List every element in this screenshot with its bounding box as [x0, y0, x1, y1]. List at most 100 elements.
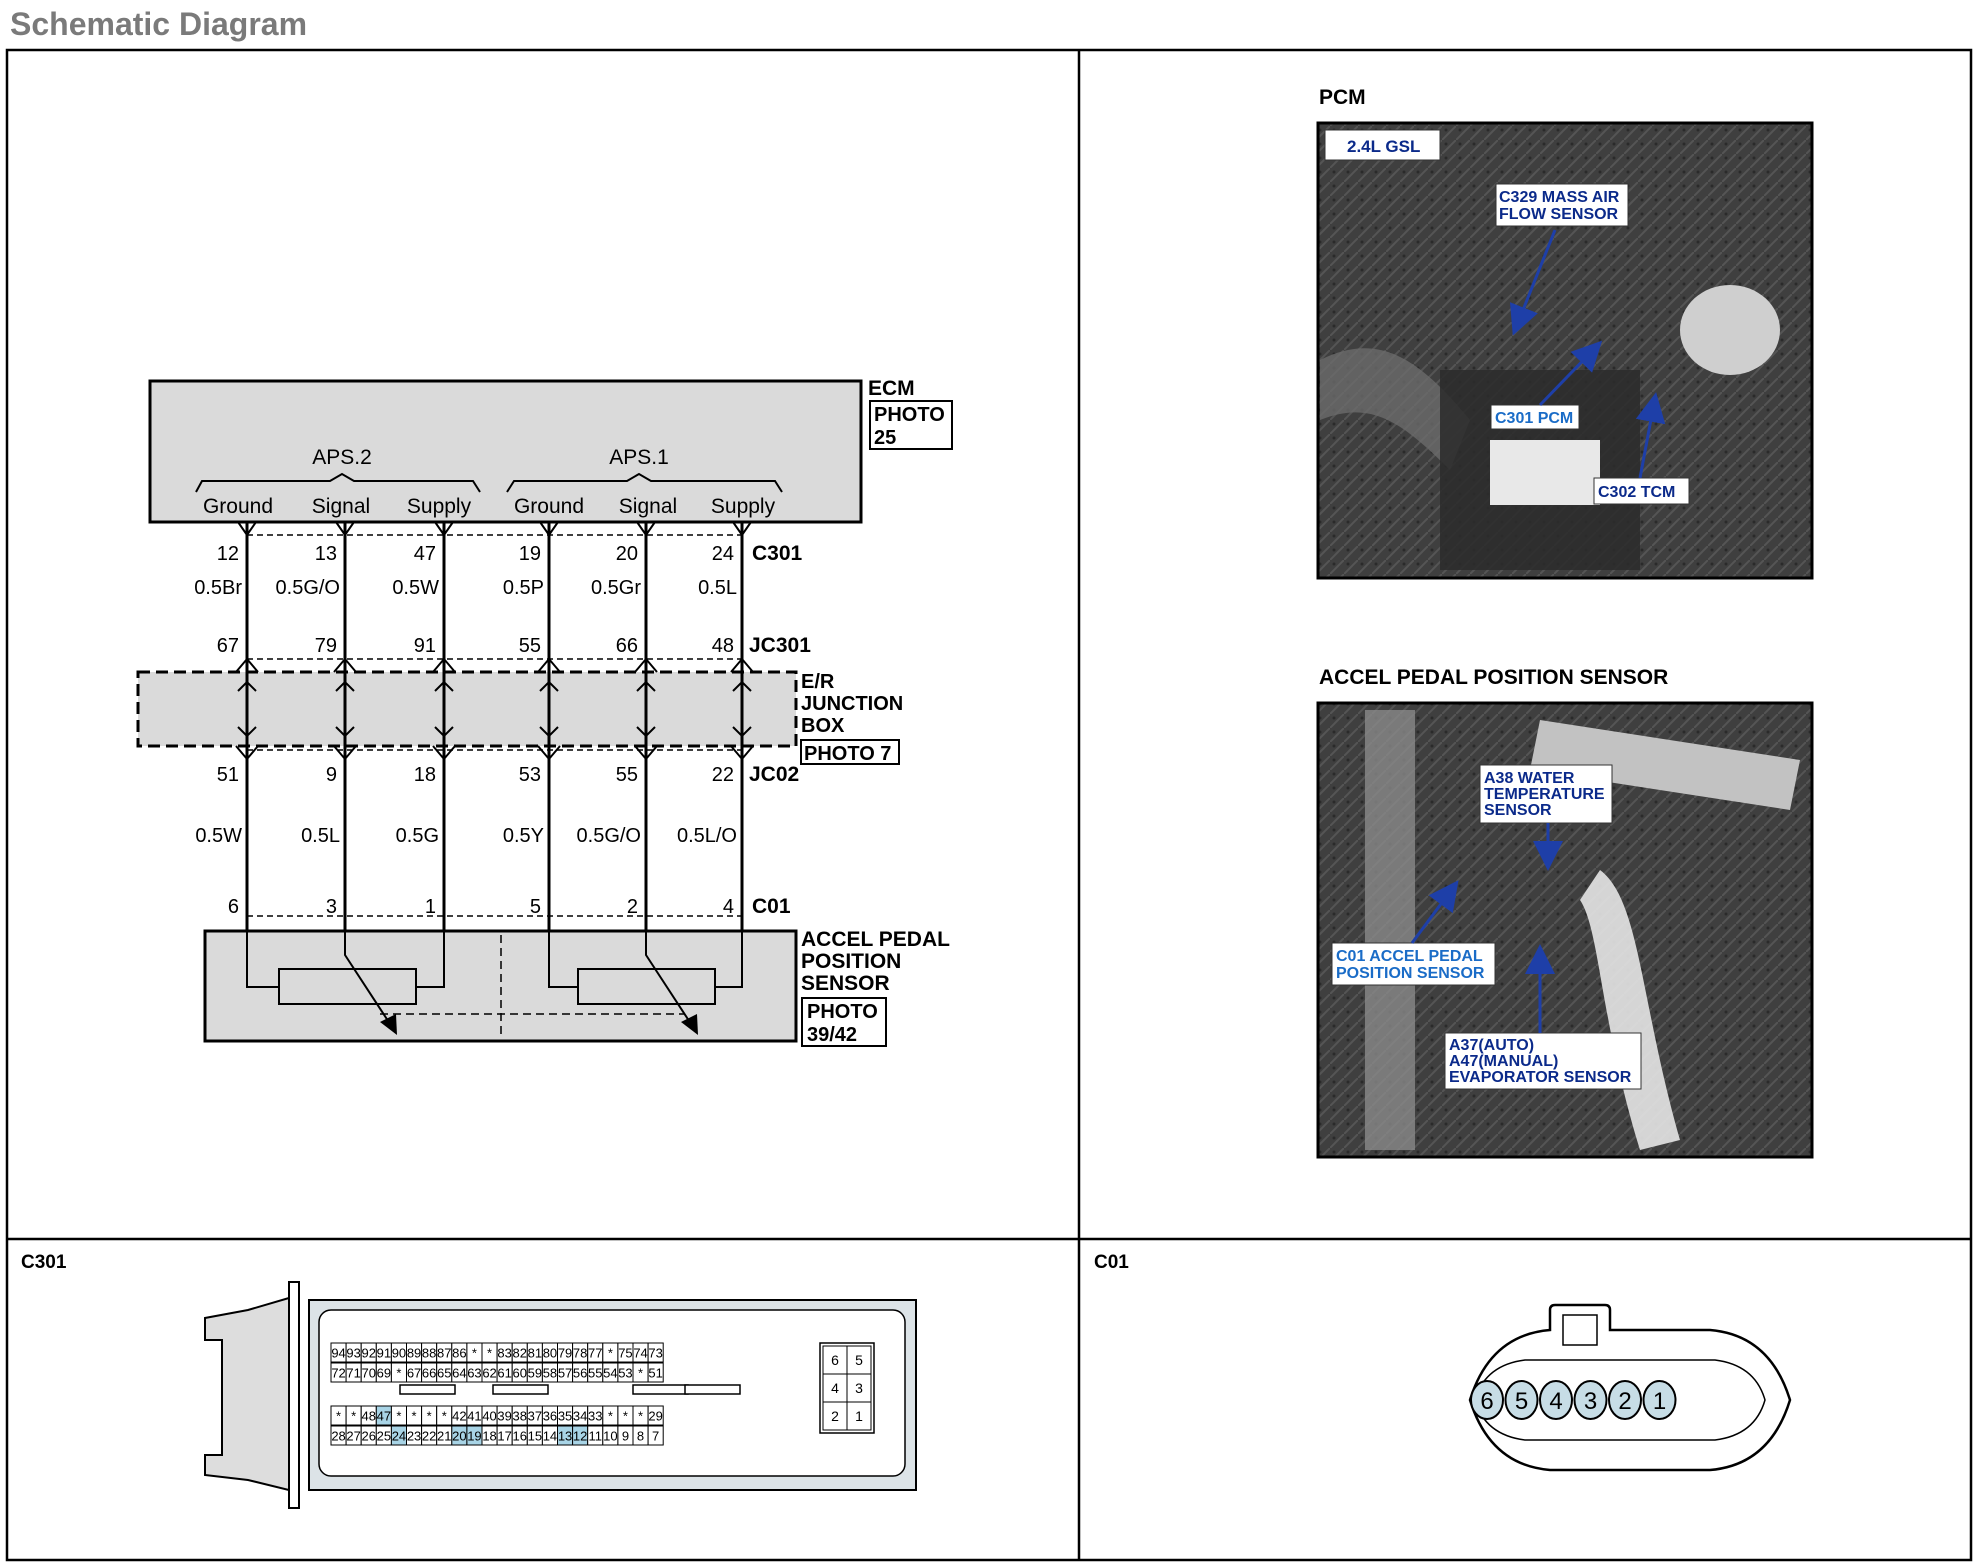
- junction-photo-box: [800, 739, 900, 765]
- c301-pin-label: 57: [558, 1366, 572, 1381]
- c301-side-pin-label: 5: [855, 1352, 863, 1368]
- pcm-photo-label-sticker: [1490, 440, 1600, 505]
- c301-pin-label: 38: [513, 1409, 527, 1424]
- c301-pin-label: 33: [588, 1409, 602, 1424]
- c301-side-pin-cell: [846, 1401, 872, 1431]
- aps-photo-title: ACCEL PEDAL POSITION SENSOR: [1319, 666, 1668, 689]
- jc02-terminal: [235, 745, 259, 761]
- junction-box-line3: BOX: [801, 715, 845, 737]
- c301-pin-cell: [647, 1405, 664, 1426]
- jc02-pin-number: 9: [326, 764, 337, 786]
- sensor-photo-line1: PHOTO: [807, 1001, 878, 1023]
- c301-pin-label: 15: [528, 1429, 542, 1444]
- upper-wire-color: 0.5L: [698, 577, 737, 599]
- aps2-label: APS.2: [312, 446, 372, 469]
- c301-name: C301: [752, 542, 803, 565]
- ecm-pin-label-supply-1: Supply: [711, 495, 776, 518]
- aps2-resistor: [278, 968, 417, 1005]
- c301-pin-label: 87: [437, 1346, 451, 1361]
- c301-pin-number: 20: [616, 543, 638, 565]
- c301-pin-label: 62: [482, 1366, 496, 1381]
- callout-evap-line3: EVAPORATOR SENSOR: [1449, 1069, 1632, 1086]
- c301-pin-label: *: [412, 1409, 417, 1424]
- jc301-pin-number: 79: [315, 635, 337, 657]
- callout-water-line1: A38 WATER: [1484, 770, 1575, 787]
- junction-arrow-up: [335, 680, 355, 692]
- jc301-pin-number: 48: [712, 635, 734, 657]
- c301-pin-number: 47: [414, 543, 436, 565]
- c301-pin-label: 78: [573, 1346, 587, 1361]
- upper-wire-color: 0.5Gr: [591, 577, 641, 599]
- c301-pin-label: 41: [467, 1409, 481, 1424]
- c01-pin-number: 2: [627, 896, 638, 918]
- c01-pin-number: 1: [425, 896, 436, 918]
- c301-pin-label: *: [638, 1366, 643, 1381]
- jc02-pin-number: 22: [712, 764, 734, 786]
- ecm-box: [148, 379, 863, 524]
- ecm-terminal: [539, 521, 559, 537]
- junction-arrow-down: [732, 726, 752, 738]
- ecm-label: ECM: [868, 377, 915, 400]
- callout-maf-line2: FLOW SENSOR: [1499, 206, 1619, 223]
- c301-pin-label: 51: [648, 1366, 662, 1381]
- sensor-photo-line2: 39/42: [807, 1024, 857, 1046]
- c01-pin: [1470, 1380, 1504, 1420]
- c01-panel-label: C01: [1094, 1252, 1129, 1273]
- jc301-pin-number: 91: [414, 635, 436, 657]
- c301-side-pin-label: 2: [831, 1408, 839, 1424]
- jc301-terminal: [333, 657, 357, 673]
- c01-pin: [1573, 1380, 1608, 1420]
- c301-pin-label: *: [608, 1409, 613, 1424]
- callout-pcm-box: [1490, 404, 1580, 430]
- jc02-terminal: [432, 745, 456, 761]
- upper-wire-color: 0.5P: [503, 577, 544, 599]
- lower-wire-color: 0.5W: [195, 825, 242, 847]
- c301-pin-label: 40: [482, 1409, 496, 1424]
- c301-pin-label: 72: [331, 1366, 345, 1381]
- c301-pin-number: 12: [217, 543, 239, 565]
- c301-pin-label: 22: [422, 1429, 436, 1444]
- callout-c01-line2: POSITION SENSOR: [1336, 965, 1485, 982]
- c301-pin-label: 7: [652, 1429, 659, 1444]
- c301-pin-label: 58: [543, 1366, 557, 1381]
- engine-tag-box: [1324, 129, 1441, 161]
- c301-pin-label: 29: [648, 1409, 662, 1424]
- callout-water-line2: TEMPERATURE: [1484, 786, 1605, 803]
- c301-pin-label: 16: [513, 1429, 527, 1444]
- jc02-terminal: [537, 745, 561, 761]
- callout-maf-arrow: [1509, 229, 1557, 336]
- jc301-name: JC301: [749, 634, 811, 657]
- engine-tag: 2.4L GSL: [1347, 137, 1420, 156]
- c301-pin-cell: [647, 1425, 664, 1446]
- c301-pin-label: *: [396, 1366, 401, 1381]
- upper-wire-color: 0.5G/O: [276, 577, 340, 599]
- outer-frame: [5, 48, 1973, 1562]
- c301-pin-label: 23: [407, 1429, 421, 1444]
- pcm-photo-intake-hose: [1320, 348, 1470, 470]
- c301-key-bar: [632, 1384, 689, 1395]
- c301-pin-label: 73: [648, 1346, 662, 1361]
- aps-photo-pipe: [1580, 870, 1680, 1150]
- callout-c01-line1: C01 ACCEL PEDAL: [1336, 948, 1483, 965]
- c301-pin-label: 11: [589, 1429, 603, 1444]
- ecm-terminal: [237, 521, 257, 537]
- c301-pin-label: 54: [603, 1366, 617, 1381]
- pcm-photo-reservoir: [1680, 285, 1780, 375]
- c301-pin-label: 42: [452, 1409, 466, 1424]
- jc301-terminal: [730, 657, 754, 673]
- c01-pin-label: 1: [1653, 1388, 1666, 1415]
- junction-arrow-down: [539, 726, 559, 738]
- c301-pin-label: 27: [346, 1429, 360, 1444]
- aps1-wiper-arrow: [681, 1014, 698, 1035]
- aps-photo-bracket: [1530, 720, 1800, 810]
- c301-side-pin-cell: [822, 1401, 848, 1431]
- callout-c01-arrow: [1410, 880, 1459, 944]
- c301-pin-label: 18: [482, 1429, 496, 1444]
- aps2-potentiometer-circuit: [246, 931, 445, 988]
- callout-c01-box: [1331, 942, 1496, 986]
- c301-pin-label: 21: [437, 1429, 451, 1444]
